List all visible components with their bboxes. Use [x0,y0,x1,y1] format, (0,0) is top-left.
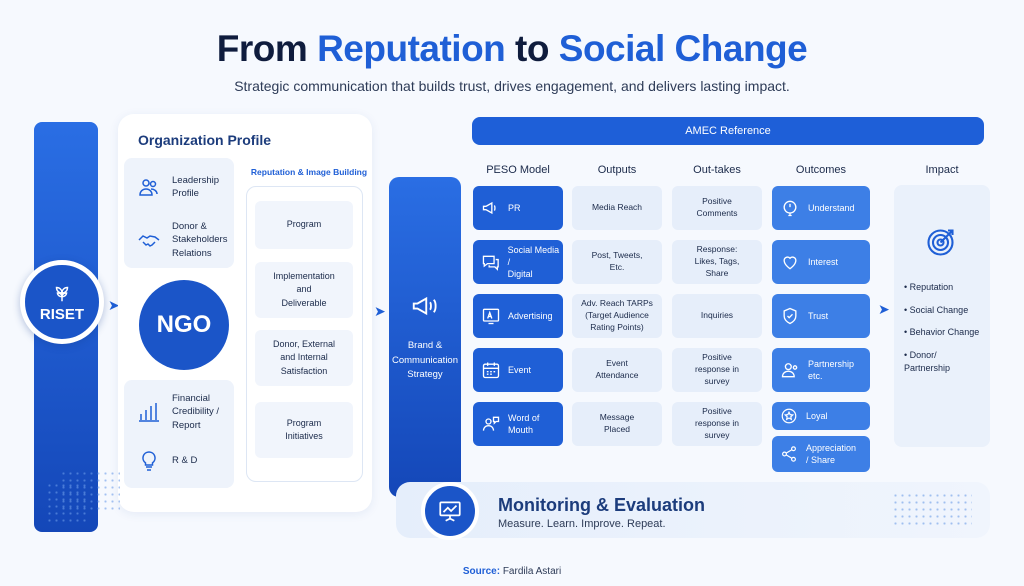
page-title: From Reputation to Social Change [216,28,808,69]
outtake-cell-inquiries: Inquiries [672,294,762,338]
riset-node: RISET [20,260,104,344]
arrow-right-icon: ➤ [374,303,386,319]
outtake-cell-comments: Positive Comments [672,186,762,230]
peso-item-advertising: Advertising [473,294,563,338]
riset-label: RISET [39,305,85,323]
lightbulb-icon [136,448,162,474]
calendar-icon [482,362,500,379]
page-subtitle: Strategic communication that builds trus… [234,78,790,94]
user-speech-icon [482,416,500,431]
bar-chart-icon [136,399,162,425]
org-top-box: Leadership Profile Donor & Stakeholders … [124,158,234,268]
outcome-interest: Interest [772,240,870,284]
arrow-right-icon: ➤ [878,301,890,317]
org-profile-title: Organization Profile [138,132,272,148]
peso-item-social: Social Media / Digital [473,240,563,284]
brand-label: Brand & Communication Strategy [392,339,458,381]
presentation-chart-icon [439,501,461,522]
monitoring-subtitle: Measure. Learn. Improve. Repeat. [498,518,666,530]
arrow-right-icon: ➤ [108,297,120,313]
list-item: Financial Credibility / Report [136,392,219,432]
outtake-cell-response: Response: Likes, Tags, Share [672,240,762,284]
output-cell-post: Post, Tweets, Etc. [572,240,662,284]
ngo-node: NGO [139,280,229,370]
list-item: Leadership Profile [136,174,219,201]
outcome-loyal: Loyal [772,402,870,430]
outcome-appreciation: Appreciation / Share [772,436,870,472]
outcome-trust: Trust [772,294,870,338]
target-icon [927,229,954,256]
peso-item-event: Event [473,348,563,392]
handshake-icon [136,227,162,253]
leaf-icon [55,286,69,301]
megaphone-icon [412,296,437,316]
chat-icon [482,255,499,271]
star-icon [781,408,797,424]
output-cell-message: Message Placed [572,402,662,446]
reputation-item-implementation: Implementation and Deliverable [255,262,353,318]
output-cell-adv-reach: Adv. Reach TARPs (Target Audience Rating… [572,294,662,338]
list-item: Donor & Stakeholders Relations [136,220,227,260]
list-item: • Social Change [904,304,969,315]
column-header-outcomes: Outcomes [795,164,847,176]
impact-box: • Reputation • Social Change • Behavior … [894,185,990,447]
ad-icon [482,308,500,325]
outtake-cell-survey-2: Positive response in survey [672,402,762,446]
output-cell-attendance: Event Attendance [572,348,662,392]
list-item: R & D [136,448,197,474]
heart-icon [783,256,797,270]
megaphone-icon [482,201,496,215]
reputation-item-program: Program [255,201,353,249]
outtake-cell-survey-1: Positive response in survey [672,348,762,392]
monitoring-title: Monitoring & Evaluation [498,495,705,515]
column-header-outtakes: Out-takes [693,164,741,176]
share-icon [782,446,796,462]
outcome-understand: Understand [772,186,870,230]
reputation-title: Reputation & Image Building [250,167,368,177]
reputation-item-satisfaction: Donor, External and Internal Satisfactio… [255,330,353,386]
peso-item-pr: PR [473,186,563,230]
shield-icon [783,307,797,325]
impact-list: • Reputation • Social Change • Behavior … [904,281,979,385]
monitoring-node [421,482,479,540]
reputation-item-initiatives: Program Initiatives [255,402,353,458]
amec-reference-bar: AMEC Reference [472,117,984,145]
bulb-icon [783,200,797,217]
rnd-label: R & D [172,455,198,467]
monitoring-banner [396,482,990,538]
column-header-outputs: Outputs [597,164,637,176]
leadership-profile-label: Leadership Profile [172,175,220,200]
source-caption: Source: Fardila Astari [462,566,562,577]
output-cell-media-reach: Media Reach [572,186,662,230]
peso-item-wom: Word of Mouth [473,402,563,446]
list-item: • Behavior Change [904,327,980,337]
decor-dots [60,470,120,510]
person-icon [781,363,798,378]
people-icon [136,174,162,200]
org-bottom-box: Financial Credibility / Report R & D [124,380,234,488]
list-item: • Donor/ Partnership [904,349,951,374]
donor-relations-label: Donor & Stakeholders Relations [172,221,228,259]
column-header-impact: Impact [925,164,959,176]
list-item: • Reputation [904,282,954,292]
column-header-peso: PESO Model [486,164,550,176]
financial-label: Financial Credibility / Report [172,393,219,431]
outcome-partnership: Partnership etc. [772,348,870,392]
brand-strategy-node: Brand & Communication Strategy [389,177,461,497]
